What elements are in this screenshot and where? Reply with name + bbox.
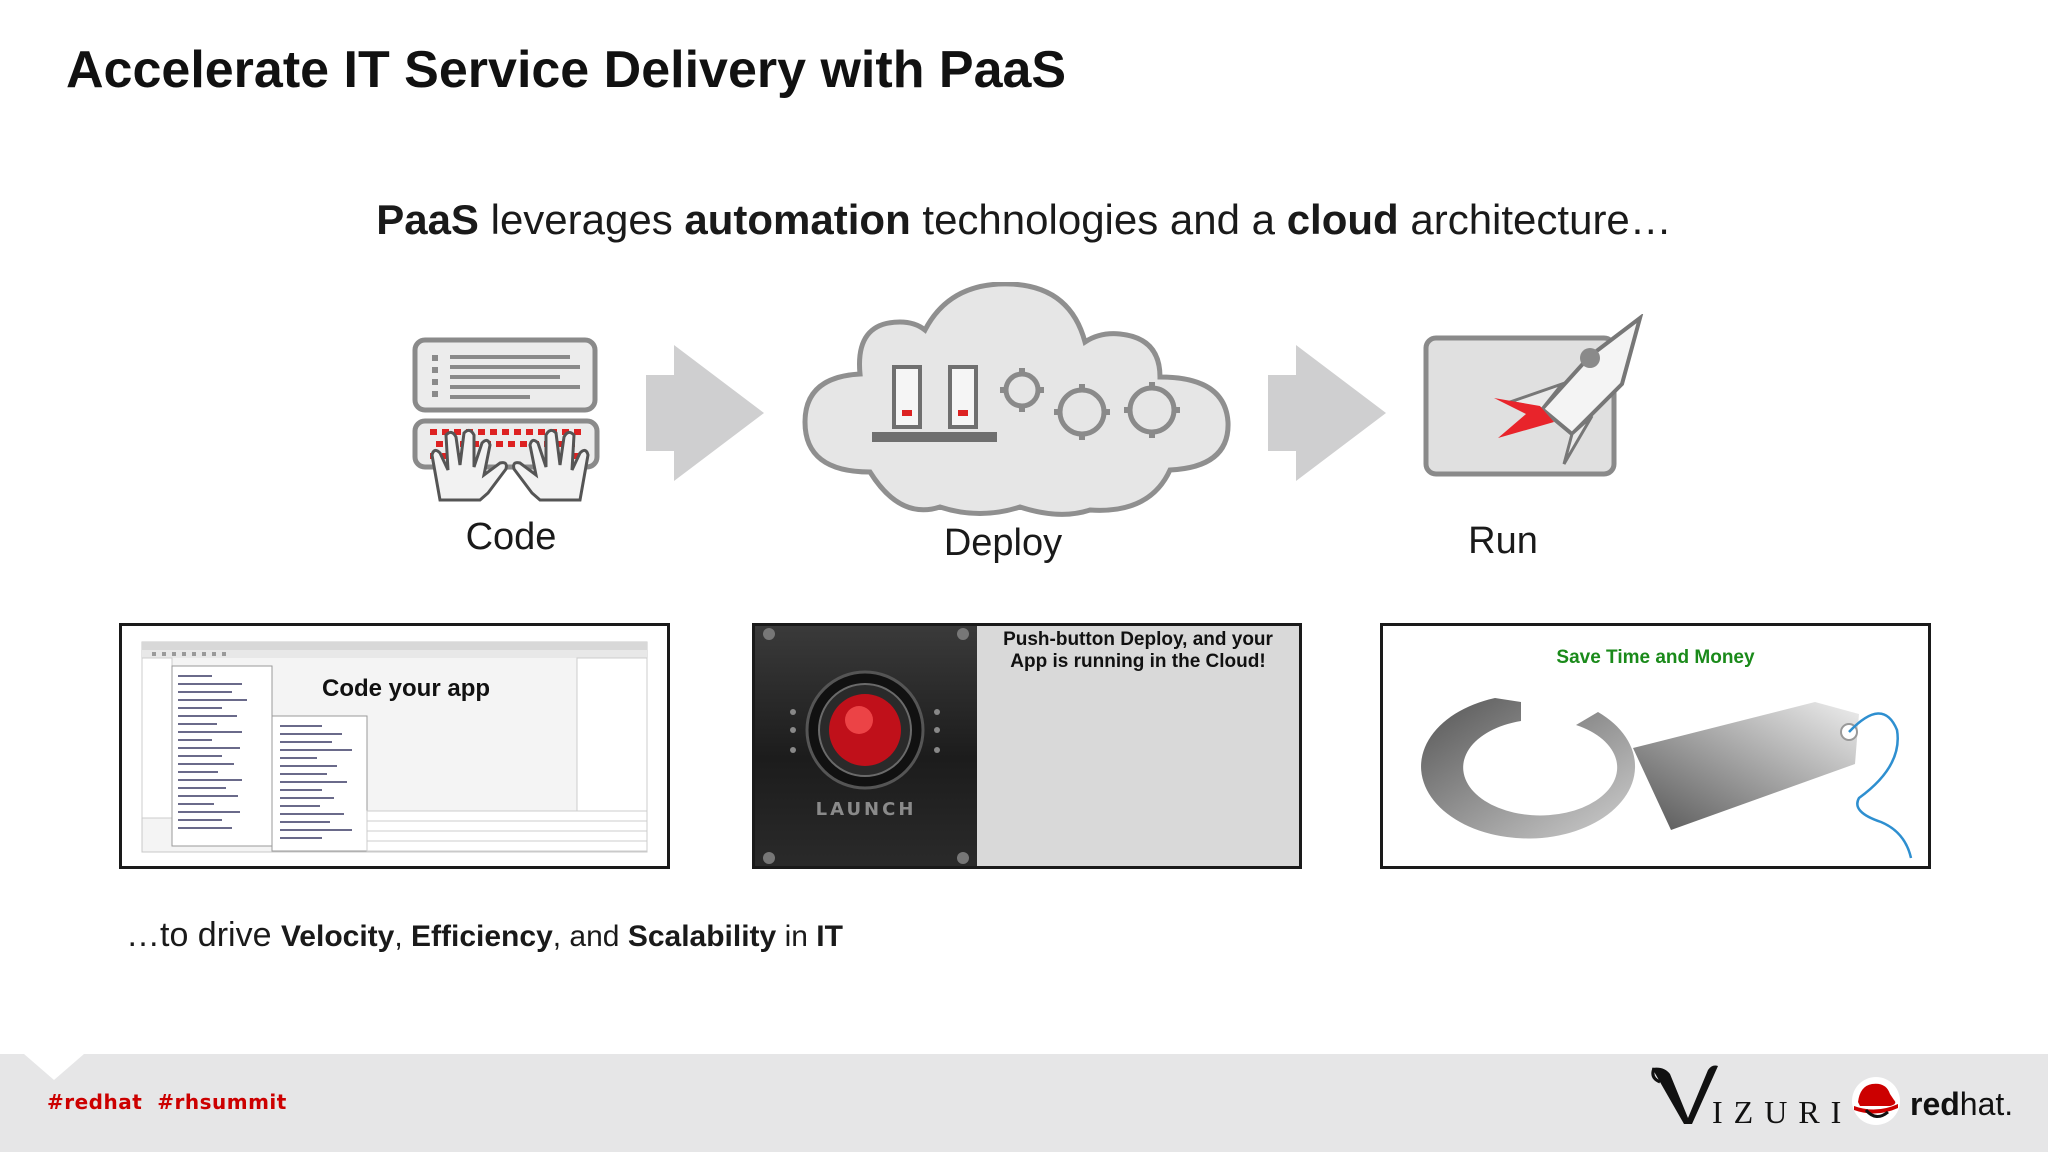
- footer-hashtags: #redhat #rhsummit: [47, 1090, 287, 1114]
- tagline-scalability: Scalability: [627, 920, 777, 953]
- clock-price-tag-image: [1421, 698, 1913, 859]
- tagline-efficiency: Efficiency: [411, 920, 553, 953]
- redhat-logo-text: redhat.: [1910, 1086, 2013, 1123]
- redhat-logo-light: hat.: [1959, 1086, 2014, 1122]
- tagline-sep: in: [776, 920, 817, 953]
- bottom-tagline: …to drive Velocity, Efficiency, and Scal…: [126, 916, 843, 955]
- slide-footer: [0, 1054, 2048, 1152]
- redhat-shadowman-icon: [1852, 1077, 1900, 1125]
- ide-screenshot-image: [141, 641, 648, 853]
- tagline-prefix: …to drive: [126, 916, 281, 954]
- arrow-right-icon: [1268, 345, 1386, 481]
- deploy-caption-line1: Push-button Deploy, and your: [1003, 629, 1273, 650]
- step-label-deploy: Deploy: [943, 522, 1063, 564]
- footer-notch: [24, 1054, 84, 1080]
- tagline-velocity: Velocity: [280, 920, 395, 953]
- tagline-sep: , and: [552, 920, 628, 953]
- cloud-servers-gears-icon: [802, 282, 1231, 517]
- code-panel-caption: Code your app: [322, 675, 491, 702]
- subtitle-part: leverages: [478, 196, 685, 243]
- vizuri-logo-text: IZURI: [1712, 1094, 1853, 1130]
- step-label-code: Code: [465, 516, 557, 558]
- save-panel-caption: Save Time and Money: [1556, 647, 1755, 668]
- rocket-launch-icon: [1423, 314, 1644, 477]
- tagline-sep: ,: [394, 920, 412, 953]
- slide-subtitle: PaaS leverages automation technologies a…: [0, 196, 2048, 244]
- launch-button-label: LAUNCH: [815, 799, 917, 820]
- subtitle-part: technologies and a: [910, 196, 1287, 243]
- deploy-caption-line2: App is running in the Cloud!: [1010, 651, 1266, 672]
- save-time-money-panel: Save Time and Money: [1380, 623, 1931, 869]
- redhat-logo-bold: red: [1910, 1086, 1960, 1122]
- subtitle-part: architecture…: [1398, 196, 1672, 243]
- step-label-run: Run: [1468, 520, 1538, 562]
- deploy-panel-caption: Push-button Deploy, and your App is runn…: [977, 629, 1299, 673]
- vizuri-logo-icon: [1651, 1065, 1718, 1124]
- subtitle-part: cloud: [1286, 196, 1399, 243]
- subtitle-part: automation: [684, 196, 911, 243]
- subtitle-part: PaaS: [376, 196, 479, 243]
- slide-title: Accelerate IT Service Delivery with PaaS: [66, 41, 1067, 99]
- code-your-app-panel: Code your app: [119, 623, 670, 869]
- tagline-it: IT: [816, 920, 843, 953]
- push-button-deploy-panel: LAUNCH Push-button Deploy, and your App …: [752, 623, 1302, 869]
- launch-button-image: LAUNCH: [755, 626, 977, 866]
- keyboard-typing-icon: [412, 337, 600, 502]
- arrow-right-icon: [646, 345, 764, 481]
